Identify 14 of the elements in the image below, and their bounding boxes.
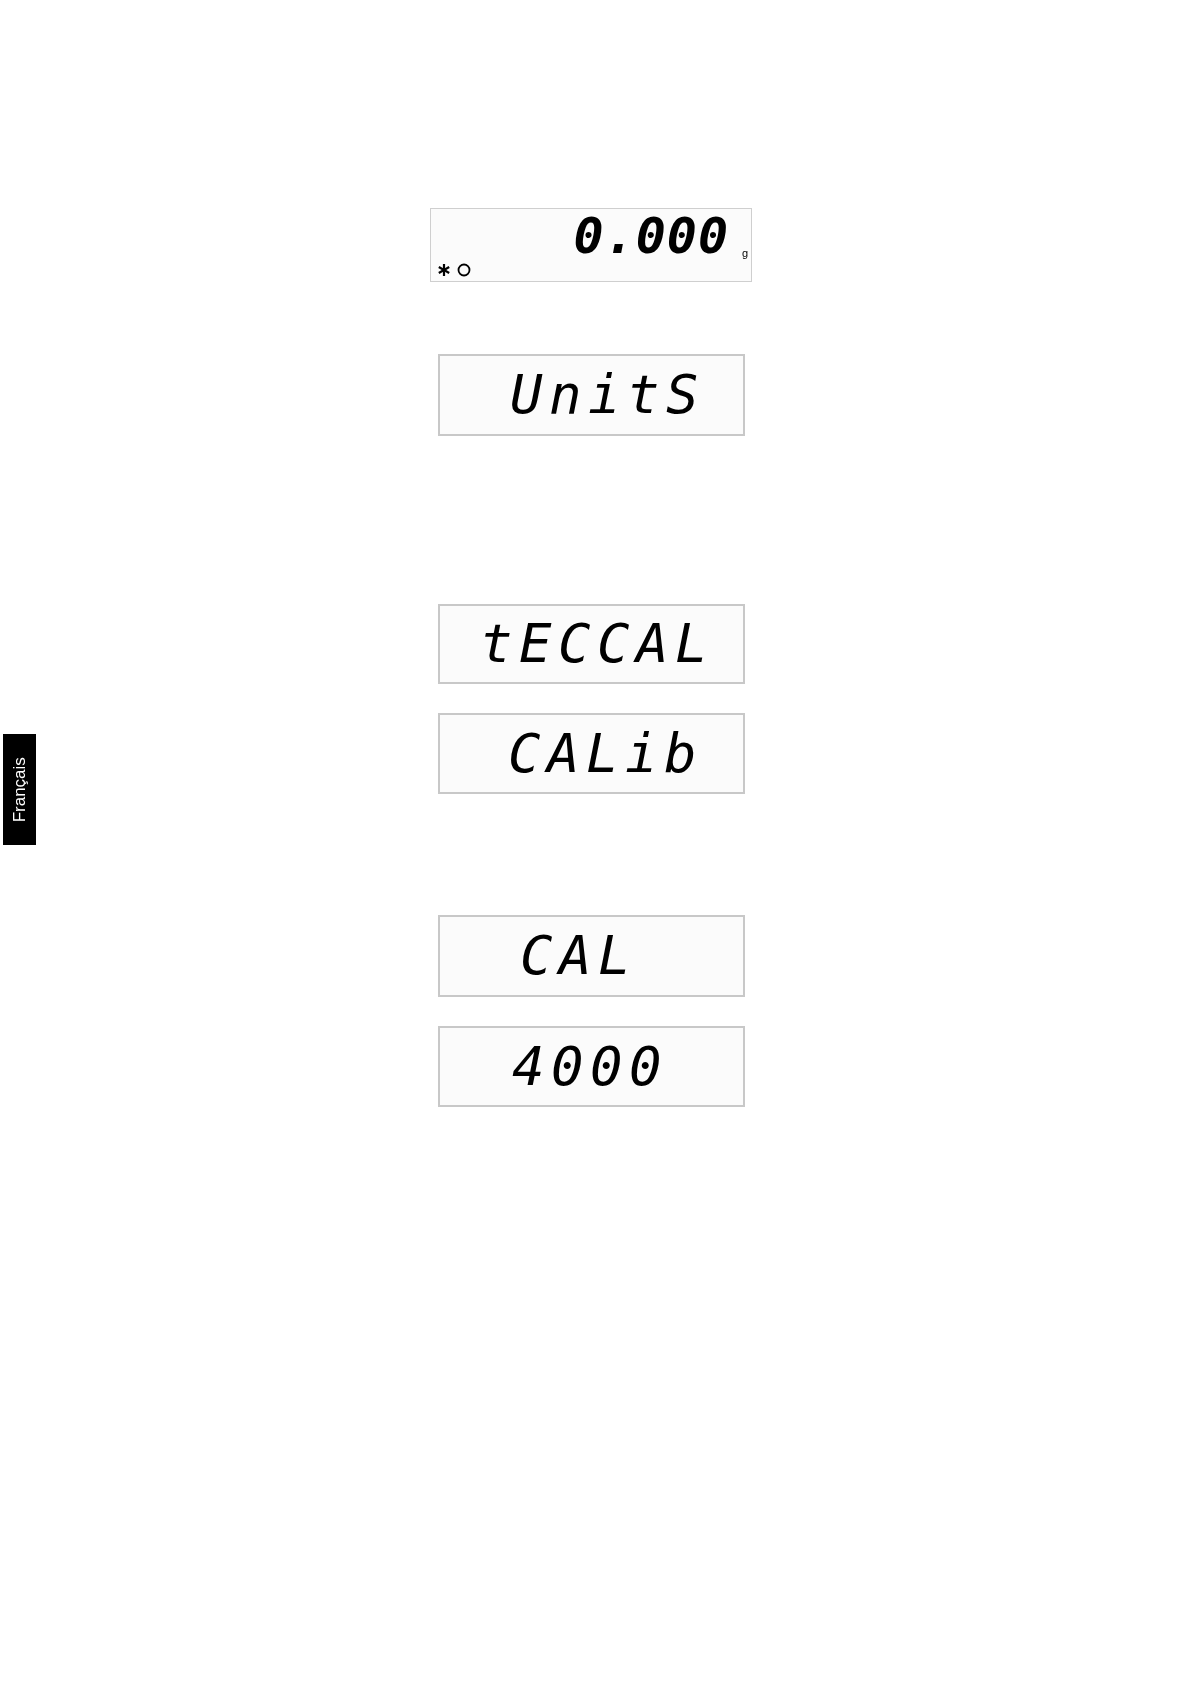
lcd-display (438, 713, 745, 794)
weight-display (430, 208, 752, 282)
lcd-display (438, 915, 745, 997)
weight-readout: 0.000 (573, 211, 729, 261)
lcd-display (438, 1026, 745, 1107)
display-readout: 4000 (512, 1039, 668, 1094)
display-readout: CAL (520, 929, 637, 983)
lcd-display (438, 604, 745, 684)
unit-label: g (741, 248, 748, 259)
display-readout: CALib (508, 726, 703, 781)
display-readout: tECCAL (480, 617, 714, 671)
lcd-display (438, 354, 745, 436)
display-readout: UnitS (510, 368, 705, 422)
language-tab: Français (3, 734, 36, 845)
